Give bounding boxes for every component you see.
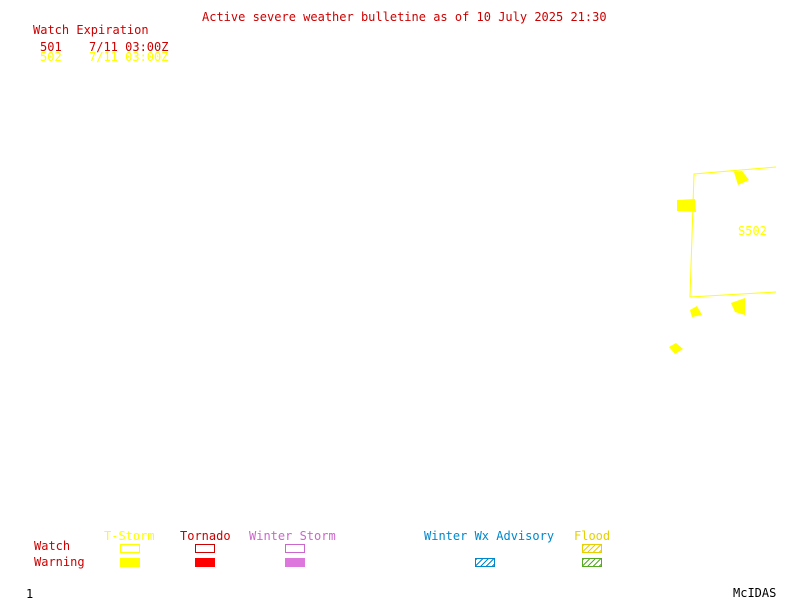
legend-winter-storm-label: Winter Storm bbox=[249, 529, 336, 543]
warning-polygon-3 bbox=[731, 298, 745, 315]
watch-expiry-501: 7/11 03:00Z bbox=[89, 40, 169, 54]
watch-expiry-502: 7/11 03:00Z bbox=[89, 50, 169, 64]
bulletin-title: Active severe weather bulletine as of 10… bbox=[202, 10, 607, 24]
mcidas-brand: McIDAS bbox=[733, 586, 777, 600]
legend-tornado-label: Tornado bbox=[180, 529, 231, 543]
legend-winter-wx-advisory-label: Winter Wx Advisory bbox=[424, 529, 555, 543]
swatch-winter-wx-advisory bbox=[475, 558, 495, 567]
watch-expiration-heading: Watch Expiration bbox=[33, 23, 149, 37]
warning-polygon-2 bbox=[677, 199, 696, 212]
watch-502-outline bbox=[689, 166, 777, 298]
watch-id-501: 501 bbox=[40, 40, 62, 54]
warning-polygon-5 bbox=[669, 343, 683, 354]
swatch-winter-storm-warning bbox=[285, 558, 305, 567]
swatch-tornado-warning bbox=[195, 558, 215, 567]
warning-polygon-1 bbox=[734, 171, 749, 185]
legend-flood-label: Flood bbox=[574, 529, 611, 543]
watch-502-label: S502 bbox=[738, 224, 767, 238]
swatch-tstorm-watch bbox=[120, 544, 140, 553]
frame-number: 1 bbox=[26, 587, 34, 601]
legend-tstorm-label: T-Storm bbox=[104, 529, 155, 543]
swatch-tstorm-warning bbox=[120, 558, 140, 567]
swatch-flood-watch bbox=[582, 544, 602, 553]
watch-id-502: 502 bbox=[40, 50, 62, 64]
swatch-winter-storm-watch bbox=[285, 544, 305, 553]
warning-polygon-4 bbox=[690, 306, 702, 317]
swatch-tornado-watch bbox=[195, 544, 215, 553]
swatch-flood-warning bbox=[582, 558, 602, 567]
legend-row-watch: Watch bbox=[34, 539, 71, 553]
legend-row-warning: Warning bbox=[34, 555, 85, 569]
